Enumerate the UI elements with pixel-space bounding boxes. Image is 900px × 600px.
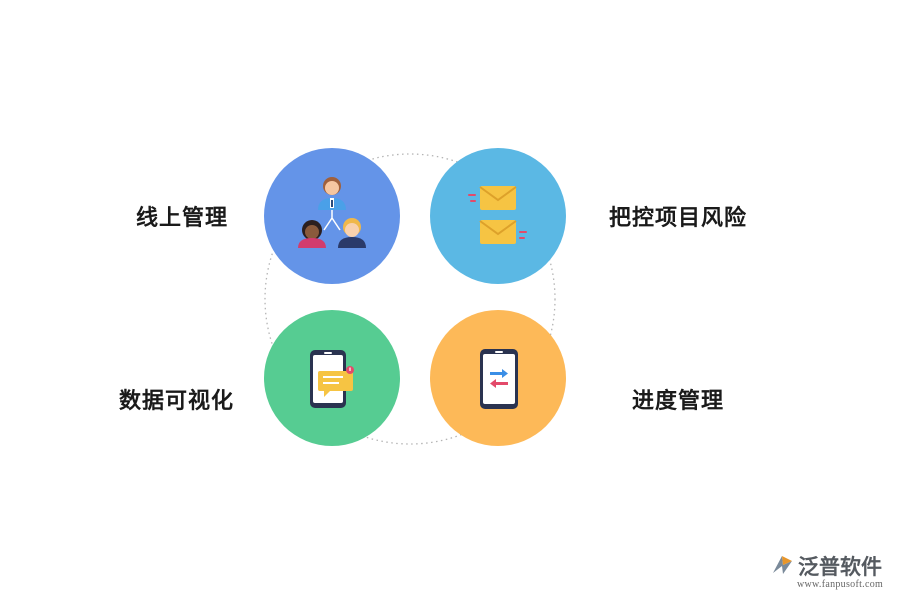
phone-transfer-icon [480, 349, 518, 409]
circle-data-visualization [264, 310, 400, 446]
circle-online-management [264, 148, 400, 284]
label-project-risk-control: 把控项目风险 [609, 206, 748, 231]
brand-logo: 泛普软件 www.fanpusoft.com [770, 551, 895, 597]
logo-url: www.fanpusoft.com [797, 579, 884, 590]
circle-progress-management [430, 310, 566, 446]
label-online-management: 线上管理 [136, 206, 229, 231]
logo-name: 泛普软件 [798, 555, 882, 579]
label-progress-management: 进度管理 [632, 389, 725, 414]
fanpu-logo-icon [773, 556, 792, 574]
envelopes-icon [468, 186, 527, 244]
circle-project-risk-control [430, 148, 566, 284]
phone-message-icon [310, 350, 354, 408]
label-data-visualization: 数据可视化 [119, 389, 235, 414]
people-hierarchy-icon [298, 177, 366, 248]
